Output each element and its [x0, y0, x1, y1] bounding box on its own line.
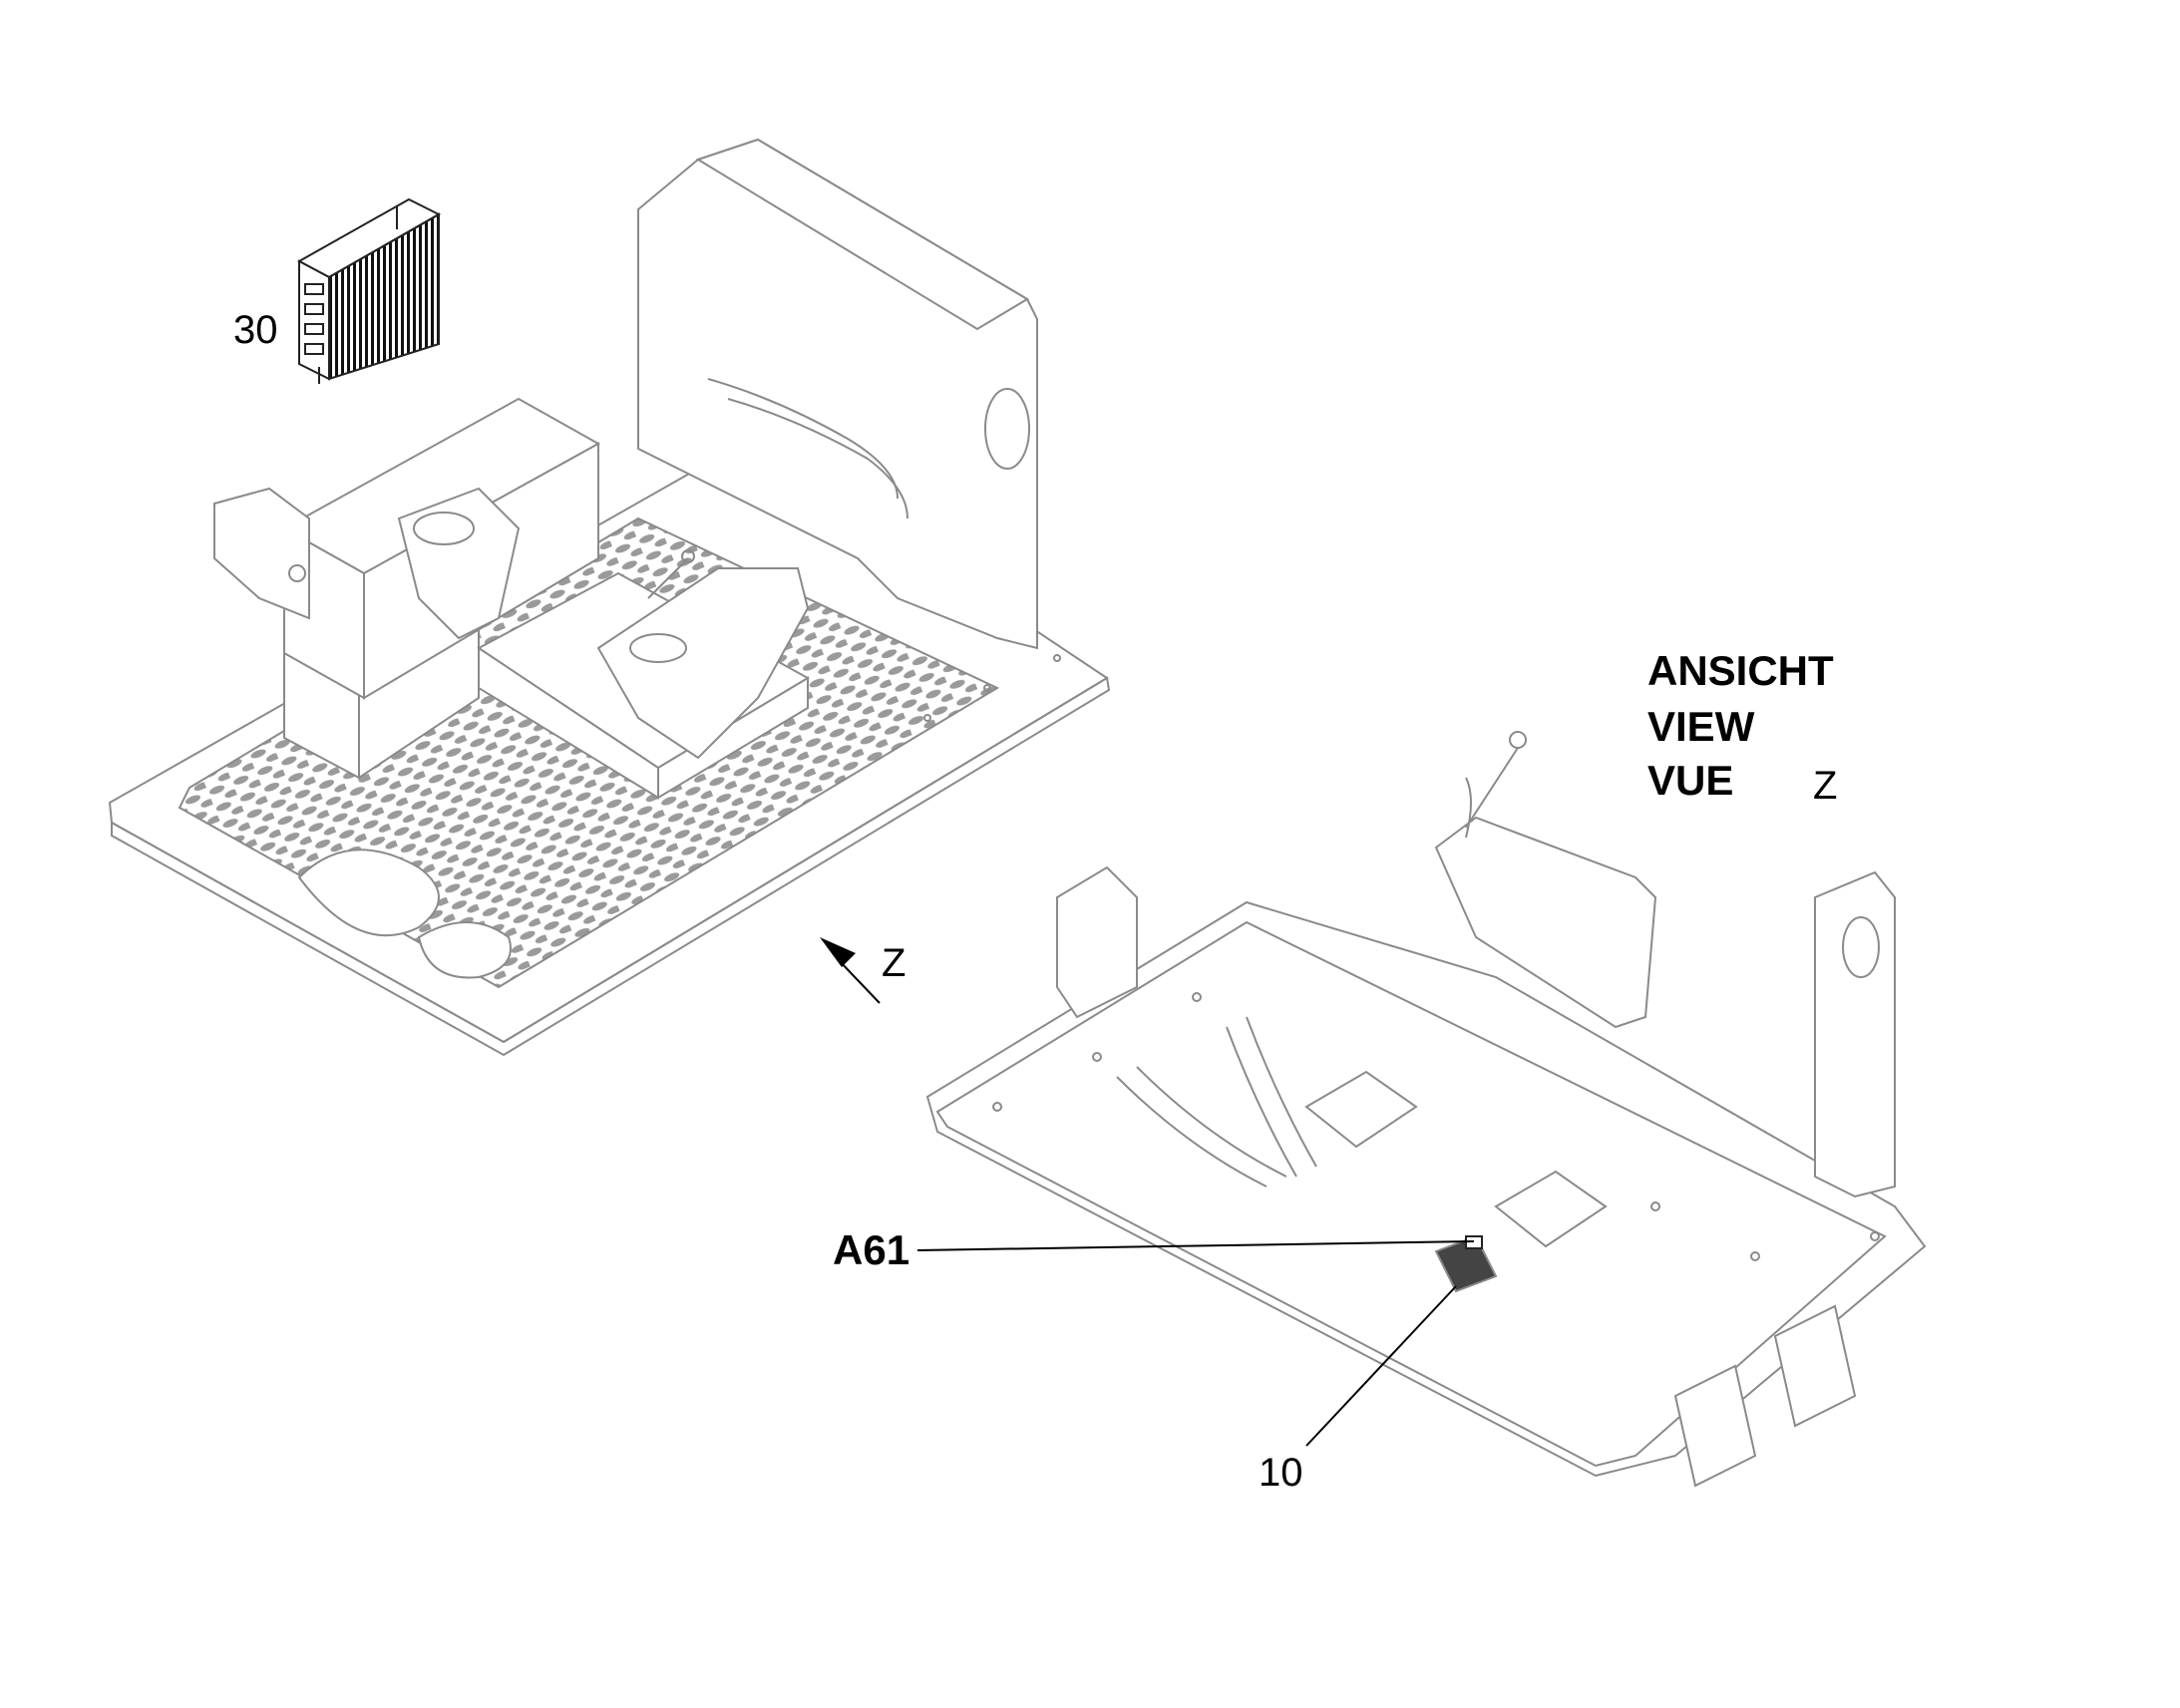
- cab-assembly-iso-view: [108, 138, 1111, 1057]
- leader-lines: [916, 1240, 1475, 1447]
- view-note-letter: Z: [1813, 764, 1838, 808]
- view-direction-arrow: [820, 937, 881, 1004]
- callout-10: 10: [1259, 1451, 1303, 1495]
- view-note-view: VIEW: [1647, 703, 1755, 750]
- underside-view-z: [925, 731, 1927, 1488]
- view-note-vue: VUE: [1647, 757, 1734, 804]
- control-module-part-30: [296, 197, 442, 384]
- callout-a61: A61: [833, 1226, 910, 1273]
- view-note-ansicht: ANSICHT: [1647, 647, 1834, 694]
- callout-30: 30: [233, 308, 278, 352]
- arrow-label-z: Z: [882, 941, 907, 985]
